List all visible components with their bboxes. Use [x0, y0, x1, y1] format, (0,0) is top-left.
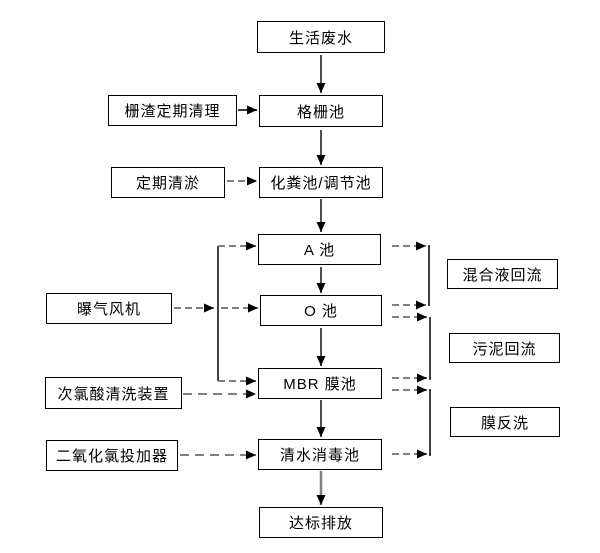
node-tank-o: O 池	[260, 295, 382, 326]
node-sludge-return: 污泥回流	[449, 333, 560, 363]
node-septic-regulating-tank: 化粪池/调节池	[259, 167, 383, 198]
node-standard-discharge: 达标排放	[259, 507, 383, 538]
node-aeration-blower: 曝气风机	[46, 293, 172, 324]
node-screen-tank: 格栅池	[259, 95, 383, 127]
node-tank-a: A 池	[258, 234, 381, 265]
node-grid-residue-cleanup: 栅渣定期清理	[108, 95, 237, 126]
node-domestic-wastewater: 生活废水	[257, 21, 385, 53]
node-mbr-tank: MBR 膜池	[258, 368, 382, 399]
node-membrane-backwash: 膜反洗	[450, 407, 560, 437]
node-mixed-liquor-return: 混合液回流	[447, 259, 558, 289]
node-hypochlorite-cleaning: 次氯酸清洗装置	[45, 377, 182, 409]
node-chlorine-dioxide-doser: 二氧化氯投加器	[46, 440, 178, 471]
node-clean-water-disinfection: 清水消毒池	[258, 439, 382, 470]
node-periodic-dredging: 定期清淤	[111, 167, 225, 198]
